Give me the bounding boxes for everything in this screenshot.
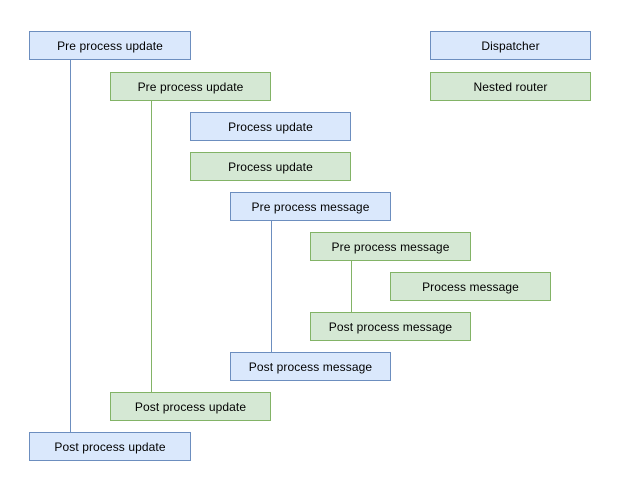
node-label: Pre process update bbox=[137, 79, 244, 94]
connector-pre-post-process-update-nested-router bbox=[151, 100, 152, 392]
node-process-update-dispatcher[interactable]: Process update bbox=[190, 112, 351, 141]
node-pre-process-update-dispatcher[interactable]: Pre process update bbox=[29, 31, 191, 60]
node-label: Post process message bbox=[328, 319, 453, 334]
connector-pre-post-process-message-dispatcher bbox=[271, 220, 272, 352]
node-pre-process-message-nested-router[interactable]: Pre process message bbox=[310, 232, 471, 261]
legend-item-dispatcher: Dispatcher bbox=[430, 31, 591, 60]
node-post-process-update-dispatcher[interactable]: Post process update bbox=[29, 432, 191, 461]
node-label: Process update bbox=[228, 159, 313, 174]
node-process-update-nested-router[interactable]: Process update bbox=[190, 152, 351, 181]
node-process-message-nested-router[interactable]: Process message bbox=[390, 272, 551, 301]
node-label: Pre process message bbox=[331, 239, 450, 254]
node-post-process-message-dispatcher[interactable]: Post process message bbox=[230, 352, 391, 381]
node-label: Post process update bbox=[54, 439, 166, 454]
node-post-process-update-nested-router[interactable]: Post process update bbox=[110, 392, 271, 421]
legend-label-nested-router: Nested router bbox=[473, 79, 548, 94]
node-label: Post process update bbox=[134, 399, 247, 414]
node-pre-process-message-dispatcher[interactable]: Pre process message bbox=[230, 192, 391, 221]
node-pre-process-update-nested-router[interactable]: Pre process update bbox=[110, 72, 271, 101]
node-label: Pre process message bbox=[251, 199, 370, 214]
node-label: Process message bbox=[422, 279, 519, 294]
legend-item-nested-router: Nested router bbox=[430, 72, 591, 101]
connector-pre-post-process-message-nested-router bbox=[351, 260, 352, 312]
legend-label-dispatcher: Dispatcher bbox=[481, 38, 540, 53]
node-label: Process update bbox=[228, 119, 313, 134]
node-label: Post process message bbox=[248, 359, 373, 374]
connector-pre-post-process-update-dispatcher bbox=[70, 60, 71, 432]
node-post-process-message-nested-router[interactable]: Post process message bbox=[310, 312, 471, 341]
node-label: Pre process update bbox=[57, 38, 163, 53]
